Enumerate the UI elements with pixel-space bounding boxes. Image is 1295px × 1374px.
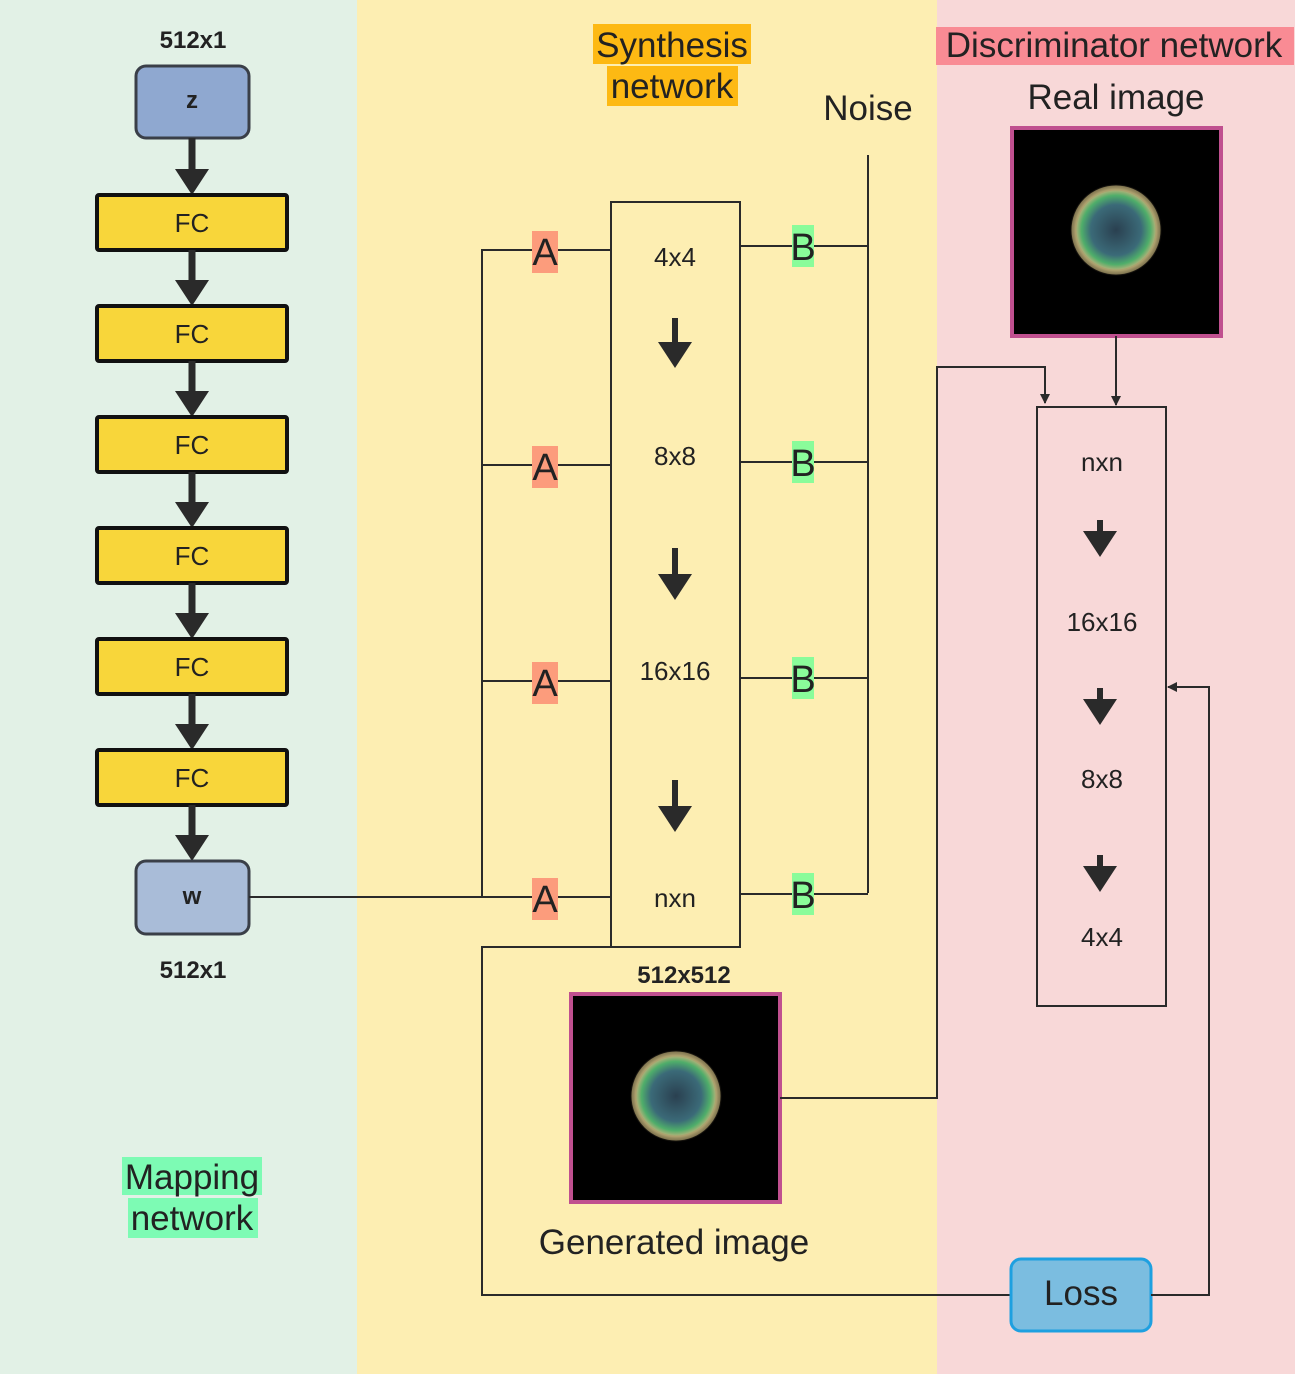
svg-text:FC: FC [175, 430, 210, 460]
svg-text:Loss: Loss [1044, 1274, 1118, 1313]
loss-node: Loss [1009, 1257, 1153, 1333]
svg-text:FC: FC [175, 208, 210, 238]
discriminator-title: Discriminator network [936, 26, 1294, 65]
discriminator-stage-label: nxn [1081, 447, 1123, 477]
arrow-down-icon [175, 472, 209, 528]
noise-scale-b: B [790, 225, 816, 269]
discriminator-block [1036, 406, 1167, 1007]
arrow-down-icon [175, 694, 209, 750]
generator-loss-connector [481, 946, 1011, 1296]
svg-text:FC: FC [175, 319, 210, 349]
arrow-down-icon [1083, 688, 1117, 725]
synthesis-stage-label: 8x8 [654, 441, 696, 471]
svg-text:Synthesis: Synthesis [596, 26, 748, 65]
affine-transform-a: A [532, 662, 558, 705]
w-dim-label: 512x1 [160, 957, 227, 984]
affine-transform-a: A [532, 446, 558, 489]
generated-dim-label: 512x512 [637, 962, 730, 989]
svg-text:B: B [790, 875, 815, 917]
z-dim-label: 512x1 [160, 27, 227, 54]
noise-scale-b: B [790, 873, 816, 917]
svg-text:network: network [611, 67, 734, 106]
fc-layer: FC [95, 526, 289, 585]
fc-layer: FC [95, 637, 289, 696]
synthesis-block [610, 201, 741, 948]
svg-text:FC: FC [175, 652, 210, 682]
arrow-down-icon [1083, 520, 1117, 557]
fc-layer: FC [95, 748, 289, 807]
svg-text:FC: FC [175, 541, 210, 571]
svg-text:z: z [186, 87, 198, 114]
synthesis-stage-label: nxn [654, 883, 696, 913]
svg-text:A: A [532, 447, 558, 489]
svg-text:B: B [790, 227, 815, 269]
mapping-title: Mapping network [122, 1157, 262, 1238]
svg-text:A: A [532, 879, 558, 921]
arrow-down-icon [175, 805, 209, 861]
fc-layer: FC [95, 193, 289, 252]
generated-image [569, 992, 782, 1204]
arrow-down-icon [658, 548, 692, 600]
arrow-down-icon [175, 361, 209, 417]
loss-feedback [1151, 682, 1210, 1296]
svg-text:network: network [131, 1199, 254, 1238]
generated-image-label: Generated image [539, 1223, 809, 1262]
arrow-down-icon [1083, 855, 1117, 892]
synthesis-stage-label: 4x4 [654, 242, 696, 272]
synthesis-title: Synthesis network [593, 24, 751, 106]
affine-transform-a: A [532, 231, 558, 274]
arrow-down-icon [658, 318, 692, 368]
noise-scale-b: B [790, 441, 816, 485]
latent-w-node: w [134, 859, 251, 936]
arrow-down-icon [175, 138, 209, 195]
svg-text:Mapping: Mapping [125, 1158, 259, 1197]
arrow-down-icon [175, 250, 209, 306]
svg-text:B: B [790, 659, 815, 701]
affine-transform-a: A [532, 878, 558, 921]
discriminator-stage-label: 8x8 [1081, 764, 1123, 794]
latent-z-node: z [134, 64, 251, 140]
arrow-down-icon [175, 583, 209, 639]
fc-layer: FC [95, 415, 289, 474]
svg-text:w: w [182, 883, 202, 910]
discriminator-stage-label: 4x4 [1081, 922, 1123, 952]
real-image [1010, 126, 1223, 338]
svg-text:A: A [532, 232, 558, 274]
noise-label: Noise [823, 89, 912, 128]
svg-text:B: B [790, 443, 815, 485]
arrow-down-icon [658, 780, 692, 832]
discriminator-stage-label: 16x16 [1067, 607, 1138, 637]
synthesis-stage-label: 16x16 [640, 656, 711, 686]
svg-text:A: A [532, 663, 558, 705]
fc-layer: FC [95, 304, 289, 363]
noise-scale-b: B [790, 657, 816, 701]
svg-text:FC: FC [175, 763, 210, 793]
svg-text:Discriminator network: Discriminator network [946, 26, 1283, 65]
real-image-label: Real image [1027, 78, 1204, 117]
generated-to-discriminator [780, 366, 1050, 1099]
